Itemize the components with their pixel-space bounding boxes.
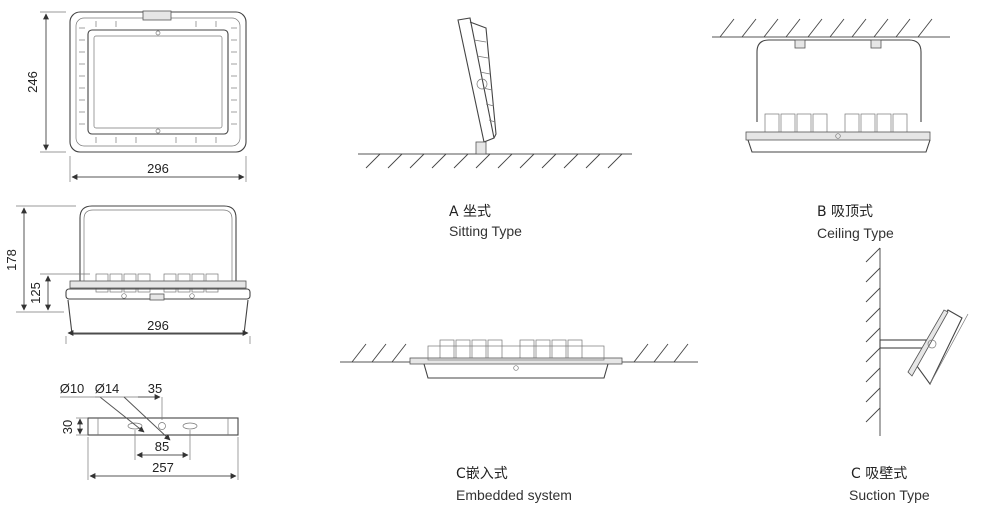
dim-side-total-height: 178 <box>4 249 19 271</box>
dim-bracket-offset: 35 <box>148 381 162 396</box>
caption-c1-subtitle: Embedded system <box>456 487 572 503</box>
dim-front-width: 296 <box>147 161 169 176</box>
caption-a-title: A 坐式 <box>449 204 491 220</box>
embedded-system-drawing <box>340 339 698 379</box>
side-view <box>16 205 251 344</box>
dim-side-body-height: 125 <box>28 282 43 304</box>
dim-side-width: 296 <box>147 318 169 333</box>
caption-b-subtitle: Ceiling Type <box>817 225 894 241</box>
caption-c2-subtitle: Suction Type <box>849 487 930 503</box>
dim-bracket-spacing: 85 <box>155 439 169 454</box>
dim-front-height: 246 <box>25 71 40 93</box>
dim-bracket-height: 30 <box>60 420 75 434</box>
caption-a-subtitle: Sitting Type <box>449 223 522 239</box>
front-view <box>40 10 247 182</box>
dim-hole-large: Ø14 <box>95 381 120 396</box>
sitting-type-drawing <box>358 17 632 169</box>
dim-bracket-length: 257 <box>152 460 174 475</box>
bracket-view <box>60 394 239 480</box>
caption-c2-title: C 吸壁式 <box>851 466 907 482</box>
suction-type-drawing <box>865 247 969 436</box>
ceiling-type-drawing <box>712 18 950 153</box>
caption-b-title: B 吸顶式 <box>817 204 873 220</box>
dim-hole-small: Ø10 <box>60 381 85 396</box>
caption-c1-title: C嵌入式 <box>456 466 508 482</box>
